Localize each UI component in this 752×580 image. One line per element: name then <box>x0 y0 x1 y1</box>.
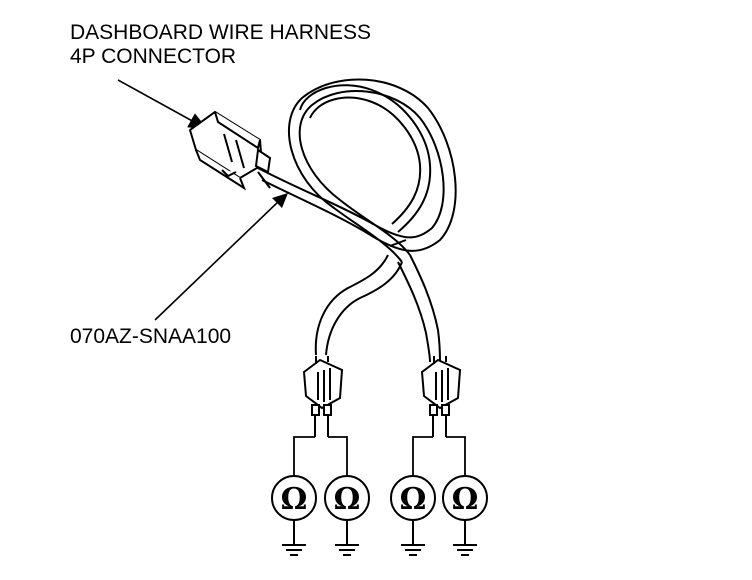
right-test-plug <box>420 356 462 437</box>
ground-icon <box>453 520 477 556</box>
connector-label-line1: DASHBOARD WIRE HARNESS <box>70 21 372 44</box>
ohm-symbol: Ω <box>452 482 479 517</box>
4p-connector <box>188 110 272 191</box>
ground-icon <box>401 520 425 556</box>
ground-symbols <box>282 520 477 556</box>
ohm-symbol: Ω <box>281 482 308 517</box>
ground-icon <box>282 520 306 556</box>
ohm-symbol: Ω <box>400 482 427 517</box>
left-test-plug <box>302 356 344 437</box>
ohm-symbol: Ω <box>334 482 361 517</box>
part-leader-line <box>154 199 281 321</box>
ground-icon <box>335 520 359 556</box>
part-leader-arrowhead <box>272 193 288 208</box>
meter-leads <box>293 436 466 475</box>
ohm-symbols: Ω Ω Ω Ω <box>281 482 479 517</box>
connector-leader-arrow <box>117 79 208 130</box>
ohmmeters <box>271 475 488 521</box>
connector-label-line2: 4P CONNECTOR <box>70 45 237 68</box>
part-number-label: 070AZ-SNAA100 <box>70 325 232 348</box>
harness-cable <box>257 78 457 363</box>
